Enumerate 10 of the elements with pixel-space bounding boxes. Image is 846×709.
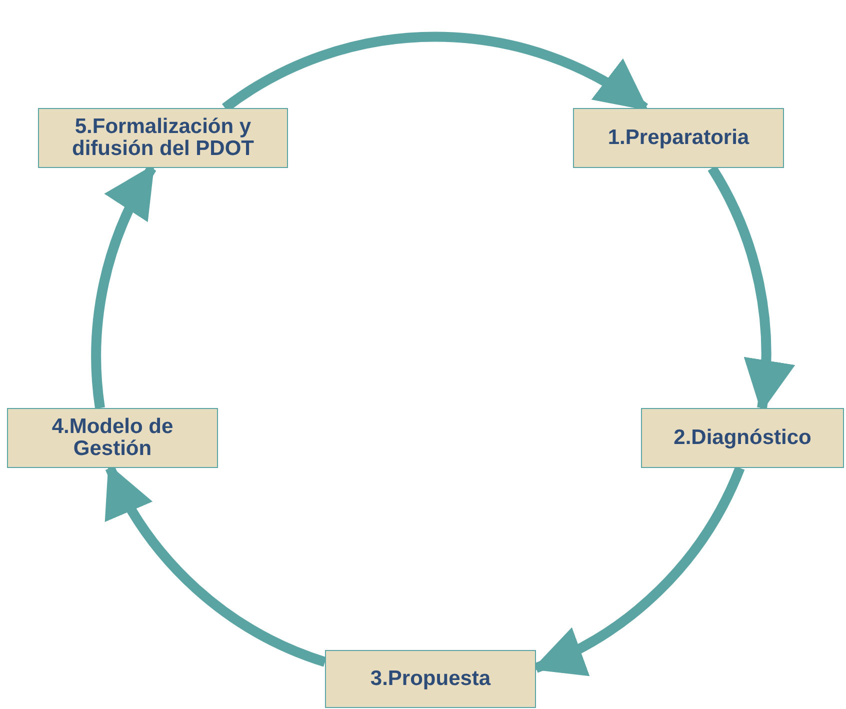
step-box [641, 408, 844, 468]
step-label: 1.Preparatoria [608, 127, 750, 149]
step-box [7, 408, 218, 468]
step-label: 4.Modelo de Gestión [50, 416, 174, 460]
step-box [573, 108, 784, 168]
step-label: 3.Propuesta [370, 668, 491, 690]
step-box [38, 108, 288, 168]
step-box [325, 650, 536, 708]
step-label: 5.Formalización y difusión del PDOT [71, 116, 255, 160]
step-label: 2.Diagnóstico [674, 427, 812, 449]
